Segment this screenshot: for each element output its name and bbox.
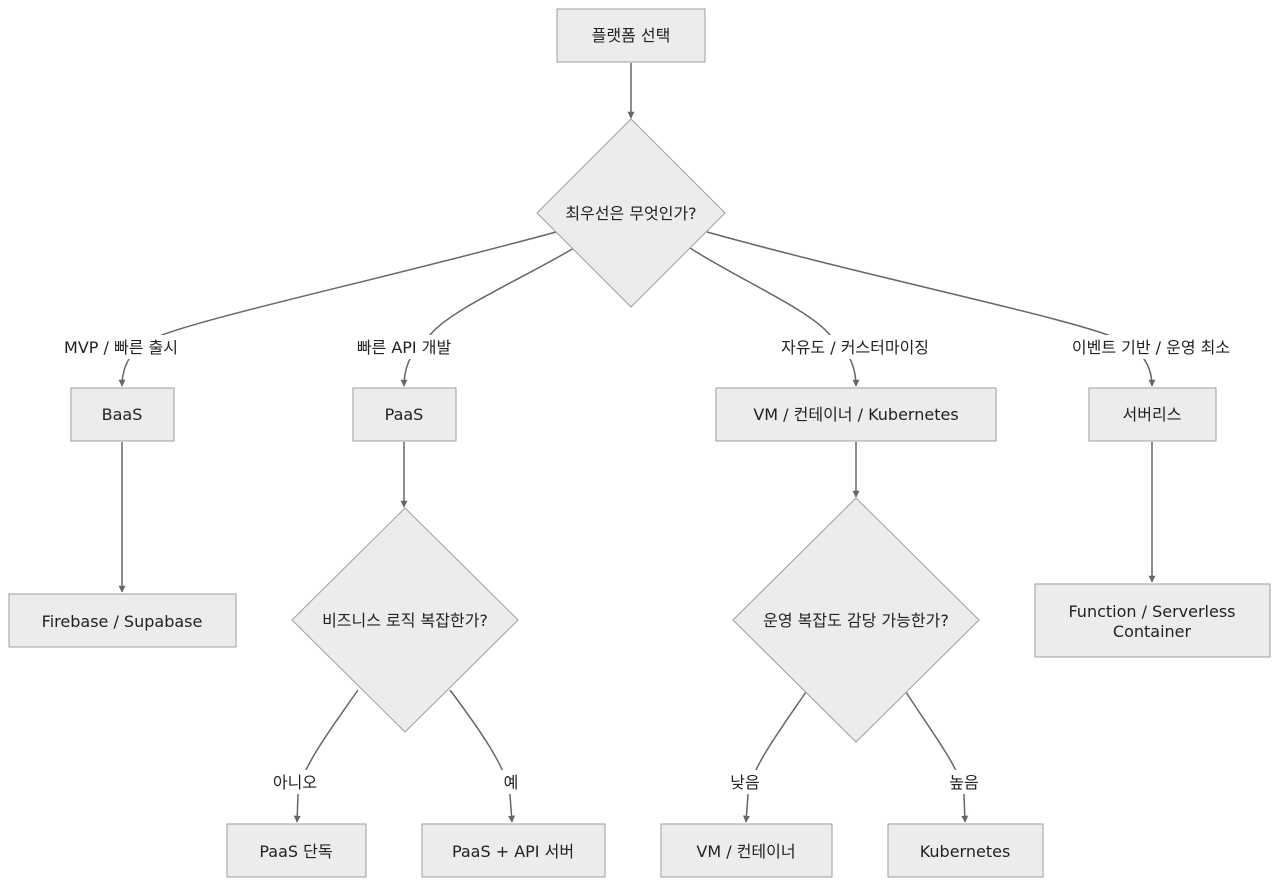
- node-box: [1034, 583, 1271, 658]
- node-box: [887, 823, 1044, 878]
- edge-label-bg: [268, 770, 322, 794]
- edge-priority-to-vm: [689, 247, 860, 387]
- edge-ops-to-kubernetes: [905, 691, 969, 823]
- node-box: [715, 387, 997, 442]
- edge-label-yes: 예: [504, 773, 519, 792]
- decision-diamond: [291, 507, 519, 733]
- node-firebase[interactable]: Firebase / Supabase: [8, 593, 237, 648]
- node-label: PaaS 단독: [259, 842, 332, 861]
- node-opscomplex-decision[interactable]: 운영 복잡도 감당 가능한가?: [732, 497, 980, 743]
- edge-label-high: 높음: [949, 773, 978, 792]
- decision-diamond: [732, 497, 980, 743]
- node-label: Kubernetes: [920, 842, 1011, 861]
- edge-ops-to-vmcontainer: [742, 691, 807, 823]
- node-label: VM / 컨테이너: [696, 842, 795, 861]
- node-baas[interactable]: BaaS: [70, 387, 175, 442]
- node-paas-api[interactable]: PaaS + API 서버: [421, 823, 606, 878]
- edge-bizlogic-to-paasapi: [449, 689, 516, 823]
- edge-priority-to-paas: [400, 247, 575, 387]
- node-label: BaaS: [102, 405, 143, 424]
- node-serverless[interactable]: 서버리스: [1088, 387, 1217, 442]
- node-paas[interactable]: PaaS: [352, 387, 457, 442]
- node-box: [226, 823, 367, 878]
- node-box: [421, 823, 606, 878]
- edge-label-bg: [945, 770, 983, 794]
- edge-label-no: 아니오: [273, 773, 317, 792]
- nodes: 플랫폼 선택 최우선은 무엇인가? BaaS PaaS VM / 컨테이너 / …: [8, 8, 1271, 878]
- edge-labels: MVP / 빠른 출시 빠른 API 개발 자유도 / 커스터마이징 이벤트 기…: [56, 335, 1240, 794]
- edge-label-bg: [56, 335, 186, 359]
- node-label: PaaS + API 서버: [452, 842, 574, 861]
- node-box: [8, 593, 237, 648]
- edge-label-low: 낮음: [730, 773, 759, 792]
- node-bizlogic-decision[interactable]: 비즈니스 로직 복잡한가?: [291, 507, 519, 733]
- node-label: Firebase / Supabase: [42, 612, 203, 631]
- edge-priority-to-baas: [118, 231, 557, 387]
- node-vm-k8s[interactable]: VM / 컨테이너 / Kubernetes: [715, 387, 997, 442]
- node-box: [1088, 387, 1217, 442]
- node-label: VM / 컨테이너 / Kubernetes: [753, 405, 958, 424]
- node-label: PaaS: [385, 405, 424, 424]
- edge-label-freedom: 자유도 / 커스터마이징: [781, 338, 929, 357]
- edge-priority-to-serverless: [706, 231, 1156, 387]
- node-box: [70, 387, 175, 442]
- edge-label-bg: [1062, 335, 1240, 359]
- edge-label-bg: [350, 335, 458, 359]
- node-priority-decision[interactable]: 최우선은 무엇인가?: [536, 118, 726, 308]
- node-start[interactable]: 플랫폼 선택: [556, 8, 706, 63]
- edge-label-fast-api: 빠른 API 개발: [357, 338, 452, 357]
- node-label-line1: Function / Serverless: [1068, 602, 1235, 621]
- node-label: 플랫폼 선택: [592, 26, 671, 45]
- decision-diamond: [536, 118, 726, 308]
- node-label: 운영 복잡도 감당 가능한가?: [763, 611, 949, 630]
- edge-label-mvp: MVP / 빠른 출시: [64, 338, 178, 357]
- node-label: 비즈니스 로직 복잡한가?: [322, 611, 488, 630]
- node-function[interactable]: Function / Serverless Container: [1034, 583, 1271, 658]
- edge-label-bg: [770, 335, 940, 359]
- node-label: 최우선은 무엇인가?: [565, 204, 696, 223]
- node-vm-container[interactable]: VM / 컨테이너: [660, 823, 833, 878]
- edge-label-event: 이벤트 기반 / 운영 최소: [1072, 338, 1230, 357]
- node-box: [352, 387, 457, 442]
- node-label-line2: Container: [1113, 622, 1192, 641]
- node-box: [660, 823, 833, 878]
- node-label: 서버리스: [1123, 405, 1182, 424]
- node-box: [556, 8, 706, 63]
- node-paas-only[interactable]: PaaS 단독: [226, 823, 367, 878]
- edge-bizlogic-to-paasonly: [293, 689, 359, 823]
- node-kubernetes[interactable]: Kubernetes: [887, 823, 1044, 878]
- edge-label-bg: [500, 770, 522, 794]
- edge-label-bg: [726, 770, 764, 794]
